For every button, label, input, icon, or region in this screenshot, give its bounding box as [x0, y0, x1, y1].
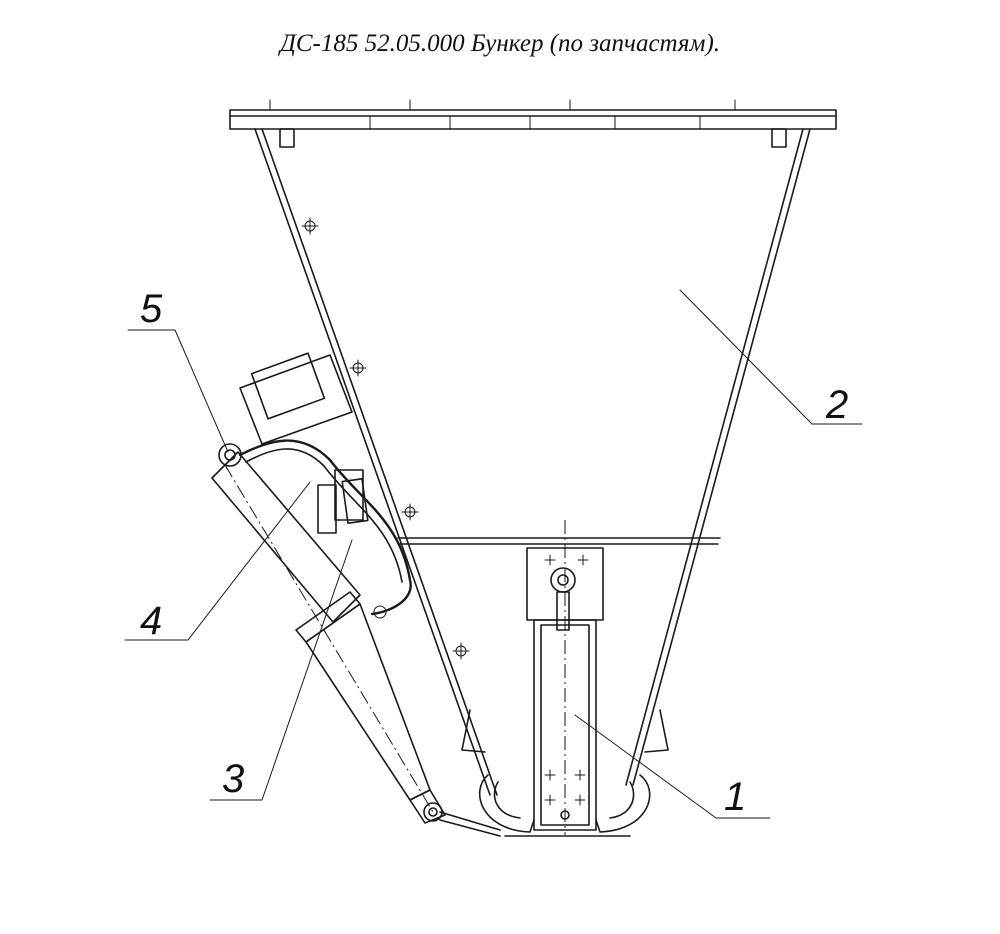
weld-marks — [301, 217, 470, 660]
pneumatic-cylinder — [211, 451, 501, 837]
callout-labels: 1 2 3 4 5 — [140, 287, 848, 819]
callout-5: 5 — [140, 287, 163, 331]
top-flange — [229, 99, 837, 148]
callout-4: 4 — [140, 599, 162, 643]
callout-3: 3 — [222, 757, 244, 801]
drawing-title: ДС-185 52.05.000 Бункер (по запчастям). — [279, 30, 721, 57]
hopper-body — [254, 128, 811, 796]
valve-bracket — [218, 352, 412, 619]
gate-assembly — [461, 520, 669, 837]
callout-1: 1 — [724, 775, 746, 819]
leaders — [124, 289, 863, 819]
callout-2: 2 — [825, 383, 848, 427]
